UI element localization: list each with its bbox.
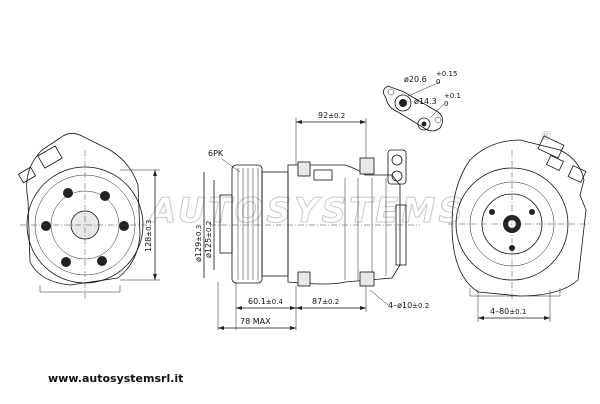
- port-icon: [391, 170, 403, 182]
- port-small-tol-upper: +0.1: [444, 92, 461, 100]
- trademark-symbol: ®: [540, 129, 552, 143]
- height-value: 128±0.3: [144, 220, 153, 252]
- port-icon: [391, 154, 403, 166]
- mount-boss: [297, 161, 311, 177]
- rear-fittings: [537, 135, 587, 183]
- leader-line: [221, 158, 241, 173]
- pulley-outer-diameter: ø129±0.3: [194, 225, 203, 262]
- bolt-icon: [97, 256, 107, 266]
- rear-head: [395, 204, 407, 266]
- website-link[interactable]: www.autosystemsrl.it: [48, 372, 183, 385]
- pulley-grooves: [237, 168, 259, 280]
- port-large-diameter: ø20.6: [404, 75, 427, 84]
- pulley-diameter-dimensions: ø129±0.3 ø125±0.2: [194, 172, 215, 278]
- rivet-icon: [509, 245, 515, 251]
- side-view: [210, 149, 420, 287]
- rear-base: [469, 288, 561, 297]
- height-dimension: 128±0.3: [120, 169, 160, 281]
- bolt-icon: [119, 221, 129, 231]
- bolt-icon: [100, 191, 110, 201]
- rivet-icon: [529, 209, 535, 215]
- overall-length-value: 78 MAX: [240, 317, 271, 326]
- front-base: [39, 285, 121, 293]
- mount-boss: [359, 157, 375, 175]
- bolt-icon: [61, 257, 71, 267]
- center-distance-value: 92±0.2: [318, 111, 345, 120]
- bolt-hole-icon: [434, 116, 442, 124]
- bolt-hole-icon: [387, 88, 395, 96]
- bolt-icon: [41, 221, 51, 231]
- bottom-dimensions: 60.1±0.4 87±0.2 4–ø10±0.2 78 MAX: [217, 282, 429, 330]
- port-small-bore: [421, 121, 427, 127]
- rear-holes-value: 4–80±0.1: [490, 307, 526, 316]
- belt-type-label: 6PK: [208, 149, 224, 158]
- bolt-icon: [63, 188, 73, 198]
- mount-spacing-value: 87±0.2: [312, 297, 339, 306]
- watermark-text: AUTOSYSTEMS: [147, 191, 466, 231]
- front-fitting: [17, 166, 37, 184]
- pulley-offset-value: 60.1±0.4: [248, 297, 283, 306]
- rear-holes-dimension: 4–80±0.1: [477, 290, 551, 322]
- clutch-plate: [219, 194, 233, 254]
- port-detail: ø20.6 +0.15 0 ø14.3 +0.1 0: [383, 70, 461, 132]
- mount-holes-value: 4–ø10±0.2: [388, 301, 429, 310]
- top-port: [313, 169, 333, 181]
- mount-boss: [359, 271, 375, 287]
- port-large-tol-lower: 0: [436, 78, 440, 86]
- front-view: [17, 133, 150, 300]
- port-large-bore: [399, 99, 407, 107]
- port-small-tol-lower: 0: [444, 100, 448, 108]
- port-flange: [383, 85, 443, 132]
- rivet-icon: [489, 209, 495, 215]
- front-fitting: [37, 145, 63, 169]
- rear-view: [448, 135, 590, 300]
- port-small-diameter: ø14.3: [414, 97, 437, 106]
- belt-label: 6PK: [208, 149, 241, 173]
- rear-port-block: [387, 149, 407, 185]
- mount-boss: [297, 271, 311, 287]
- port-large-tol-upper: +0.15: [436, 70, 457, 78]
- body-ribs: [344, 178, 387, 280]
- port-small-icon: [417, 117, 431, 131]
- center-distance-dimension: 92±0.2: [295, 111, 367, 165]
- front-housing-outline: [26, 133, 141, 286]
- rear-housing-outline: [451, 139, 587, 297]
- pulley-inner-diameter: ø125±0.2: [204, 221, 213, 258]
- port-large-icon: [394, 94, 412, 112]
